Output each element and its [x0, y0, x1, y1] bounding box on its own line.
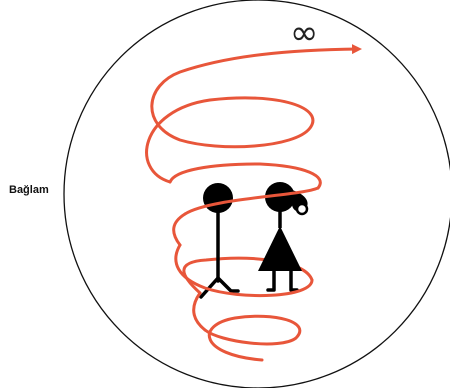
infinity-label: ∞ — [290, 13, 318, 53]
female-dress — [258, 226, 302, 271]
female-hair-knot — [297, 204, 307, 214]
spiral-front — [147, 49, 358, 330]
context-label: Bağlam — [9, 184, 49, 196]
female-figure — [258, 182, 308, 290]
female-right-leg — [291, 270, 297, 290]
context-circle — [64, 0, 450, 388]
female-left-leg — [268, 270, 274, 290]
